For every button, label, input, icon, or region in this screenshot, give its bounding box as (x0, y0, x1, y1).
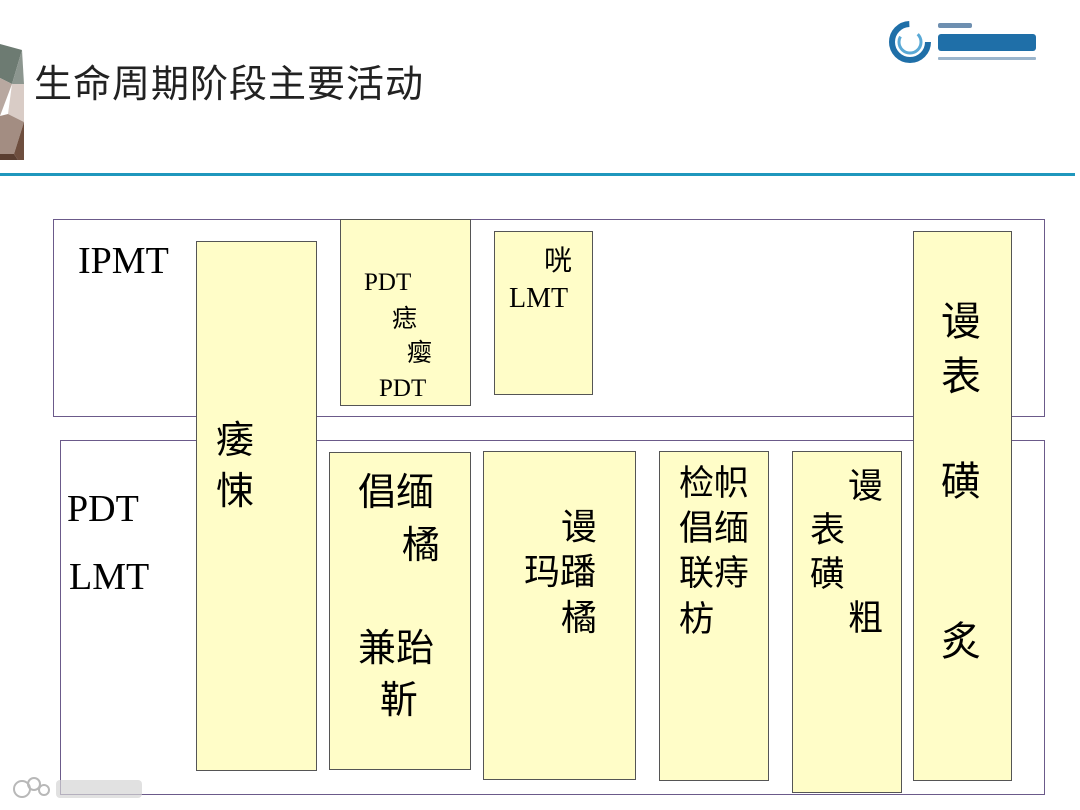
activity-box-6: 检帜 倡缅 联痔 枋 (659, 451, 769, 781)
activity-box-4: 倡缅 橘 兼跆 靳 (329, 452, 471, 770)
box-2-line-4: PDT (379, 375, 427, 402)
activity-box-3: 咣 LMT (494, 231, 593, 395)
box-4-line-1: 倡缅 (358, 470, 435, 514)
box-6-line-4: 枋 (679, 600, 715, 640)
activity-box-8: 谩 表 磺 炙 (913, 231, 1012, 781)
pdt-label: PDT (67, 488, 139, 530)
box-3-line-2: LMT (509, 283, 569, 314)
box-6-line-3: 联痔 (679, 554, 750, 594)
box-6-line-2: 倡缅 (679, 509, 750, 549)
box-8-line-4: 炙 (941, 619, 981, 665)
box-1-line-1: 痿 (216, 418, 255, 462)
box-4-line-3: 兼跆 (358, 626, 435, 670)
box-7-line-1: 谩 (848, 467, 884, 507)
box-5-line-2: 玛蹯 (524, 552, 597, 593)
box-2-line-2: 痣 (392, 304, 418, 333)
box-8-line-1: 谩 (941, 299, 981, 345)
box-7-line-4: 粗 (848, 599, 884, 639)
box-6-line-1: 检帜 (679, 464, 750, 504)
box-2-line-3: 瘿 (407, 338, 433, 367)
box-5-line-1: 谩 (561, 507, 598, 548)
box-3-line-1: 咣 (544, 244, 573, 277)
corner-decoration (0, 44, 24, 160)
ipmt-label: IPMT (78, 240, 169, 282)
box-1-line-2: 悚 (216, 469, 255, 513)
activity-box-1: 痿 悚 (196, 241, 317, 771)
box-8-line-2: 表 (941, 354, 981, 400)
activity-box-2: PDT 痣 瘿 PDT (340, 219, 471, 406)
crosby-college-logo (889, 21, 1036, 63)
box-5-line-3: 橘 (561, 598, 598, 639)
header-divider (0, 173, 1075, 176)
lmt-label: LMT (69, 556, 150, 598)
watermark-logo (13, 777, 142, 798)
slide-title: 生命周期阶段主要活动 (34, 62, 425, 106)
box-2-line-1: PDT (364, 269, 412, 296)
box-4-line-4: 靳 (380, 678, 419, 722)
box-8-line-3: 磺 (941, 459, 981, 505)
box-4-line-2: 橘 (402, 523, 441, 567)
activity-box-5: 谩 玛蹯 橘 (483, 451, 636, 780)
box-7-line-2: 表 (810, 511, 846, 551)
activity-box-7: 谩 表 磺 粗 (792, 451, 902, 793)
box-7-line-3: 磺 (810, 555, 846, 595)
